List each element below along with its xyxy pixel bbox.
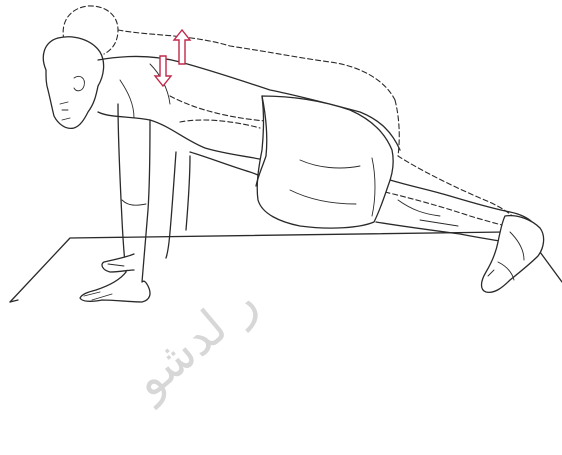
head bbox=[43, 37, 103, 129]
near-hand bbox=[80, 272, 150, 302]
right-arm bbox=[166, 152, 176, 258]
lowered-position-figure bbox=[43, 37, 543, 302]
feet bbox=[482, 216, 544, 293]
far-hand bbox=[102, 254, 134, 272]
arrow-down-icon bbox=[155, 56, 171, 86]
left-arm bbox=[118, 104, 126, 272]
arrow-up-icon bbox=[174, 30, 190, 64]
